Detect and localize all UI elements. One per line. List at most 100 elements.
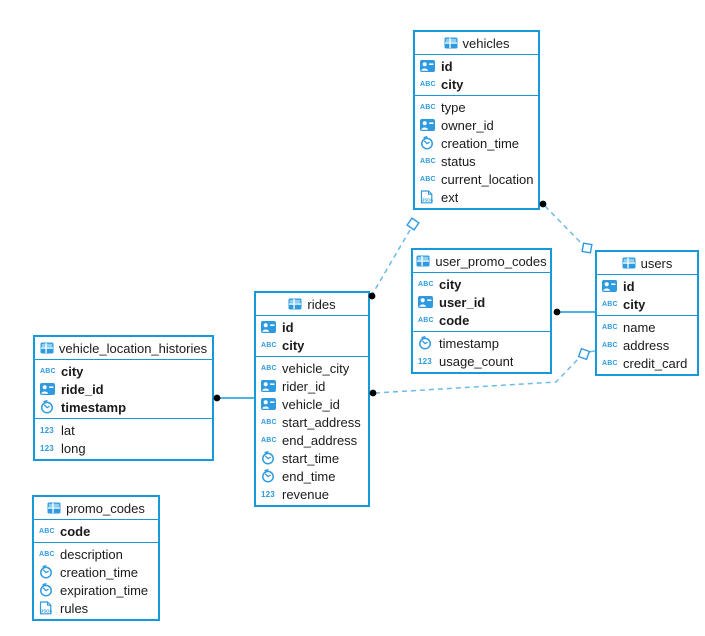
json-type-icon: JSON [420, 190, 437, 204]
column-row[interactable]: timestamp [413, 334, 550, 352]
column-name: name [623, 319, 656, 335]
column-row[interactable]: ABC current_location [415, 170, 538, 188]
table-header[interactable]: vehicle_location_histories [35, 337, 212, 360]
column-name: city [282, 337, 305, 353]
column-row[interactable]: 123 revenue [256, 485, 368, 503]
table-header[interactable]: vehicles [415, 32, 538, 55]
svg-text:JSON: JSON [41, 609, 52, 614]
column-name: start_address [282, 414, 361, 430]
column-name: ride_id [61, 381, 104, 397]
column-row[interactable]: id [597, 277, 697, 295]
column-name: end_time [282, 468, 336, 484]
table-header[interactable]: promo_codes [34, 497, 158, 520]
user-id-icon [420, 119, 437, 131]
column-row[interactable]: ride_id [35, 380, 212, 398]
number-type-icon: 123 [40, 425, 54, 435]
relation-endpoint-dot [539, 200, 547, 208]
text-type-icon: ABC [418, 316, 434, 324]
relation-endpoint-diamond [581, 242, 593, 254]
timestamp-type-icon [261, 469, 278, 483]
relation-vehicles-users [539, 200, 593, 254]
column-row[interactable]: ABC city [597, 295, 697, 313]
column-name: user_id [439, 294, 486, 310]
column-name: description [60, 546, 123, 562]
column-name: expiration_time [60, 582, 149, 598]
number-type-icon: 123 [418, 356, 432, 366]
column-name: city [623, 296, 646, 312]
column-row[interactable]: creation_time [415, 134, 538, 152]
table-icon [40, 342, 54, 354]
column-row[interactable]: rider_id [256, 377, 368, 395]
column-name: current_location [441, 171, 534, 187]
table-title: rides [307, 296, 336, 312]
text-type-icon: ABC [420, 103, 436, 111]
user-id-icon [261, 380, 278, 392]
svg-text:JSON: JSON [422, 198, 433, 203]
column-row[interactable]: expiration_time [34, 581, 158, 599]
text-type-icon: ABC [261, 364, 277, 372]
column-name: creation_time [60, 564, 139, 580]
column-row[interactable]: end_time [256, 467, 368, 485]
text-type-icon: ABC [602, 300, 618, 308]
text-type-icon: ABC [261, 341, 277, 349]
column-row[interactable]: owner_id [415, 116, 538, 134]
column-row[interactable]: id [415, 57, 538, 75]
user-id-icon [418, 296, 435, 308]
timestamp-type-icon [39, 583, 56, 597]
table-icon [416, 255, 430, 267]
column-row[interactable]: 123 lat [35, 421, 212, 439]
table-header[interactable]: rides [256, 293, 368, 316]
column-name: revenue [282, 486, 329, 502]
text-type-icon: ABC [602, 359, 618, 367]
table-title: users [640, 255, 673, 271]
column-row[interactable]: timestamp [35, 398, 212, 416]
table-header[interactable]: users [597, 252, 697, 275]
column-name: id [282, 319, 294, 335]
text-type-icon: ABC [420, 175, 436, 183]
column-row[interactable]: user_id [413, 293, 550, 311]
column-name: vehicle_id [282, 396, 340, 412]
column-row[interactable]: ABC city [256, 336, 368, 354]
column-name: status [441, 153, 476, 169]
column-row[interactable]: id [256, 318, 368, 336]
table-header[interactable]: user_promo_codes [413, 250, 550, 273]
number-type-icon: 123 [261, 489, 275, 499]
user-id-icon [420, 60, 437, 72]
column-name: lat [61, 422, 75, 438]
column-name: city [61, 363, 84, 379]
column-name: owner_id [441, 117, 494, 133]
column-row[interactable]: vehicle_id [256, 395, 368, 413]
table-icon [622, 257, 636, 269]
text-type-icon: ABC [39, 527, 55, 535]
column-row[interactable]: creation_time [34, 563, 158, 581]
relation-endpoint-diamond [406, 217, 420, 231]
column-row[interactable]: start_time [256, 449, 368, 467]
column-name: timestamp [439, 335, 499, 351]
relation-endpoint-dot [213, 394, 221, 402]
